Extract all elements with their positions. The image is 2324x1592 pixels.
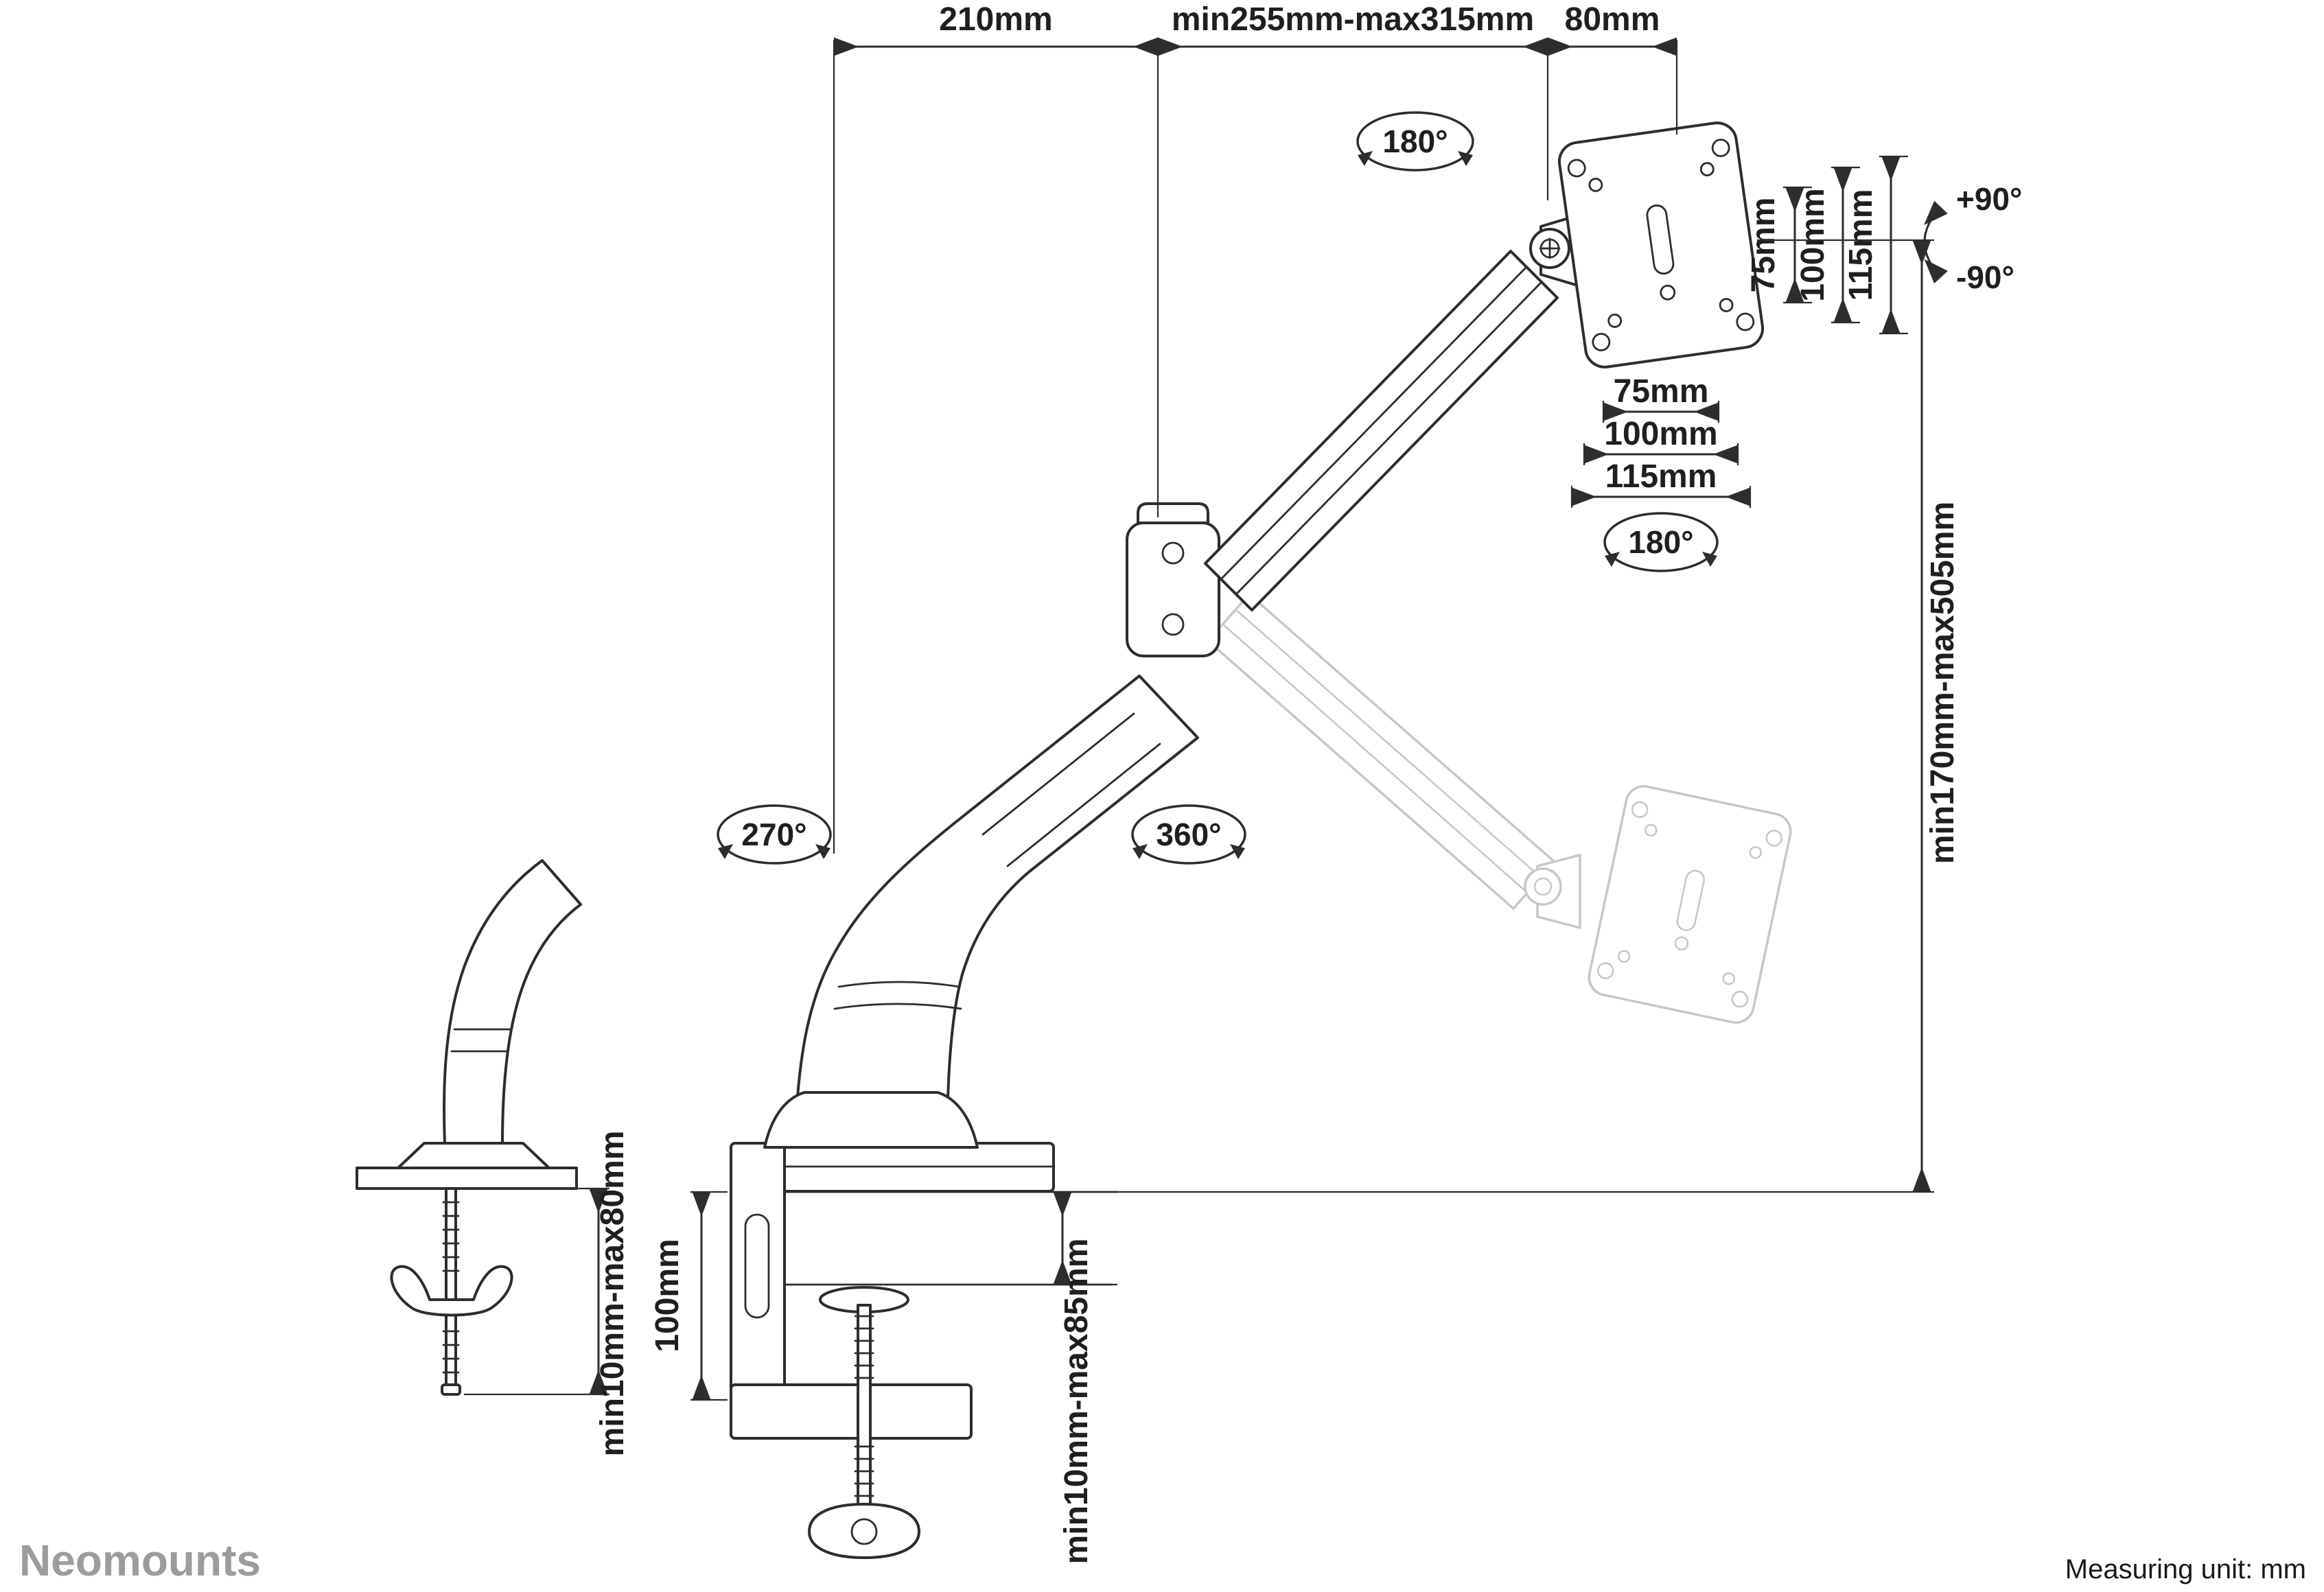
- arm-upper-segment: [1204, 250, 1559, 611]
- arm-side-view: [763, 121, 1765, 1149]
- pole-neck: [443, 859, 582, 1145]
- elbow-joint: [1126, 522, 1220, 657]
- elbow-cap: [1137, 502, 1209, 524]
- tilt-indicator: +90° -90°: [1923, 181, 2022, 295]
- clamp-bottom-jaw: [730, 1383, 973, 1440]
- rotation-vesa-spin-label: 180°: [1628, 524, 1693, 560]
- top-dimensions: 210mm min255mm-max315mm 80mm: [833, 1, 1678, 854]
- dim-vesa-h-115: 115mm: [1605, 458, 1717, 495]
- rotation-arm-swivel: 360°: [1131, 804, 1246, 865]
- dim-vesa-h-100: 100mm: [1604, 416, 1717, 452]
- dim-desk-thickness: min10mm-max85mm: [1058, 1239, 1095, 1565]
- arm-post-lower-segment: [793, 675, 1199, 1149]
- desk-thickness-dimension: min10mm-max85mm: [1053, 1192, 1117, 1565]
- rotation-joint-top-label: 180°: [1382, 124, 1448, 159]
- brand-logo: Neomounts: [19, 1536, 261, 1585]
- rod-end-cap: [441, 1383, 461, 1396]
- dim-vesa-v-75: 75mm: [1745, 198, 1782, 293]
- vesa-horizontal-dimensions: 75mm 100mm 115mm: [1570, 373, 1752, 508]
- wing-nut: [390, 1265, 513, 1317]
- tilt-down-label: -90°: [1956, 259, 2014, 295]
- rotation-joint-top: 180°: [1356, 111, 1474, 172]
- rotation-base-swivel-label: 270°: [741, 817, 806, 852]
- elbow-screw-top: [1161, 541, 1185, 565]
- pole-range-dimension: min10mm-max80mm: [464, 1131, 631, 1457]
- dim-clamp-height: 100mm: [649, 1239, 686, 1352]
- dim-arm-base-length: 210mm: [939, 1, 1052, 38]
- vesa-center-slot: [1646, 204, 1675, 275]
- rotation-vesa-spin: 180°: [1603, 512, 1719, 572]
- rotation-arm-swivel-label: 360°: [1156, 817, 1221, 852]
- vesa-plate: [1557, 121, 1765, 368]
- elbow-screw-bottom: [1161, 613, 1185, 636]
- dim-pole-range: min10mm-max80mm: [594, 1131, 631, 1457]
- pole-mount-view: [356, 859, 582, 1396]
- desk-clamp: [730, 1142, 1119, 1559]
- ghost-arm-position: [1207, 593, 1792, 1024]
- clamp-height-dimension: 100mm: [649, 1191, 728, 1401]
- dim-vesa-v-100: 100mm: [1795, 188, 1831, 301]
- pole-base-plate: [356, 1167, 578, 1190]
- tilt-up-label: +90°: [1956, 181, 2022, 217]
- vesa-vertical-dimensions: 75mm 100mm 115mm: [1745, 155, 1908, 335]
- clamp-slot: [744, 1213, 770, 1319]
- screw-threads: [854, 1315, 874, 1497]
- arm-base-flare: [763, 1091, 979, 1149]
- dim-arm-reach: min255mm-max315mm: [1172, 1, 1534, 38]
- dim-vesa-h-75: 75mm: [1614, 373, 1709, 410]
- clamp-screw-shaft: [857, 1304, 872, 1511]
- pole-threaded-rod: [445, 1187, 457, 1386]
- rod-threads: [442, 1201, 460, 1374]
- dim-height-range: min170mm-max505mm: [1925, 502, 1961, 864]
- measuring-unit-note: Measuring unit: mm: [2065, 1554, 2306, 1584]
- pole-cone: [397, 1142, 550, 1169]
- dim-vesa-v-115: 115mm: [1843, 189, 1879, 301]
- dim-head-depth: 80mm: [1565, 1, 1660, 38]
- rotation-base-swivel: 270°: [717, 804, 832, 865]
- height-range-dimension: min170mm-max505mm: [1117, 239, 1961, 1193]
- ghost-vesa-plate: [1588, 785, 1792, 1024]
